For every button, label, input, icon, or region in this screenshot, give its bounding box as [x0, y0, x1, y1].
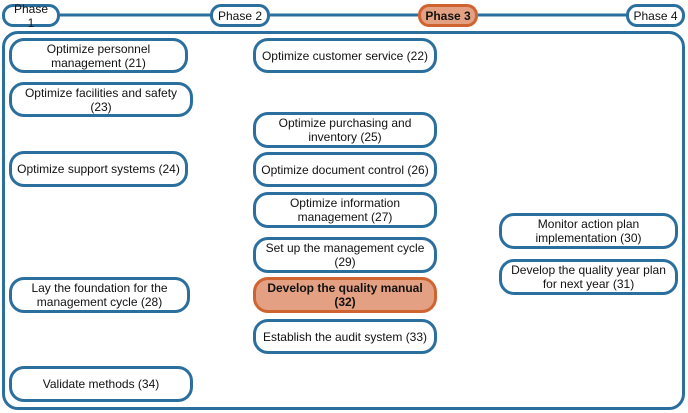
- phase-1-tab[interactable]: Phase 1: [2, 2, 60, 30]
- node-develop-quality-year-plan[interactable]: Develop the quality year plan for next y…: [499, 259, 678, 295]
- node-optimize-facilities-and-safety[interactable]: Optimize facilities and safety (23): [9, 82, 193, 117]
- node-lay-foundation-management-cycle[interactable]: Lay the foundation for the management cy…: [9, 277, 190, 313]
- phase-3-tab[interactable]: Phase 3: [418, 4, 478, 27]
- node-optimize-purchasing-and-inventory[interactable]: Optimize purchasing and inventory (25): [253, 112, 437, 148]
- node-optimize-personnel-management[interactable]: Optimize personnel management (21): [9, 38, 188, 73]
- node-optimize-information-management[interactable]: Optimize information management (27): [253, 192, 437, 228]
- node-establish-audit-system[interactable]: Establish the audit system (33): [253, 319, 437, 354]
- node-monitor-action-plan-implementation[interactable]: Monitor action plan implementation (30): [499, 213, 678, 249]
- phase-4-tab[interactable]: Phase 4: [626, 4, 685, 27]
- node-optimize-document-control[interactable]: Optimize document control (26): [253, 152, 437, 187]
- node-set-up-management-cycle[interactable]: Set up the management cycle (29): [253, 237, 437, 273]
- node-optimize-support-systems[interactable]: Optimize support systems (24): [9, 151, 188, 187]
- node-develop-quality-manual[interactable]: Develop the quality manual (32): [253, 277, 437, 313]
- node-optimize-customer-service[interactable]: Optimize customer service (22): [253, 38, 437, 73]
- node-validate-methods[interactable]: Validate methods (34): [9, 366, 193, 402]
- phase-2-tab[interactable]: Phase 2: [210, 4, 270, 27]
